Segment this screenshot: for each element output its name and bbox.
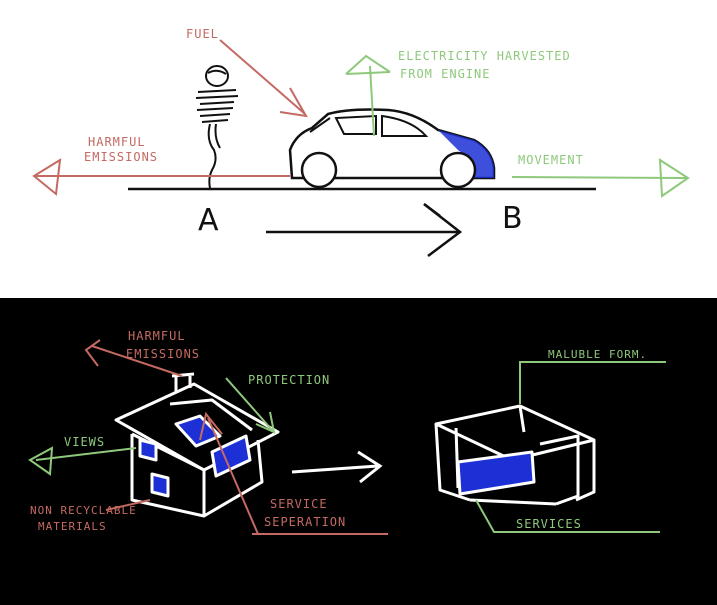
views-label: VIEWS: [64, 435, 105, 449]
car-wheel-front: [302, 153, 336, 187]
service-sep-label-1: SERVICE: [270, 497, 328, 511]
harmful-label-2: EMISSIONS: [84, 150, 158, 164]
car-wheel-rear: [441, 153, 475, 187]
protection-label: PROTECTION: [248, 373, 330, 387]
harmful-label-1: HARMFUL: [88, 135, 146, 149]
non-recyclable-label-2: MATERIALS: [38, 520, 107, 533]
electricity-label-2: FROM ENGINE: [400, 67, 490, 81]
non-recyclable-label-1: NON RECYCLABLE: [30, 504, 137, 517]
maluble-form-label: MALUBLE FORM.: [548, 348, 647, 361]
fuel-label: FUEL: [186, 27, 219, 41]
point-a-label: A: [198, 203, 219, 238]
service-sep-label-2: SEPERATION: [264, 515, 346, 529]
electricity-label-1: ELECTRICITY HARVESTED: [398, 49, 571, 63]
house-harmful-label-2: EMISSIONS: [126, 347, 200, 361]
house-harmful-label-1: HARMFUL: [128, 329, 186, 343]
point-b-label: B: [502, 201, 523, 236]
movement-label: MOVEMENT: [518, 153, 584, 167]
services-label: SERVICES: [516, 517, 582, 531]
